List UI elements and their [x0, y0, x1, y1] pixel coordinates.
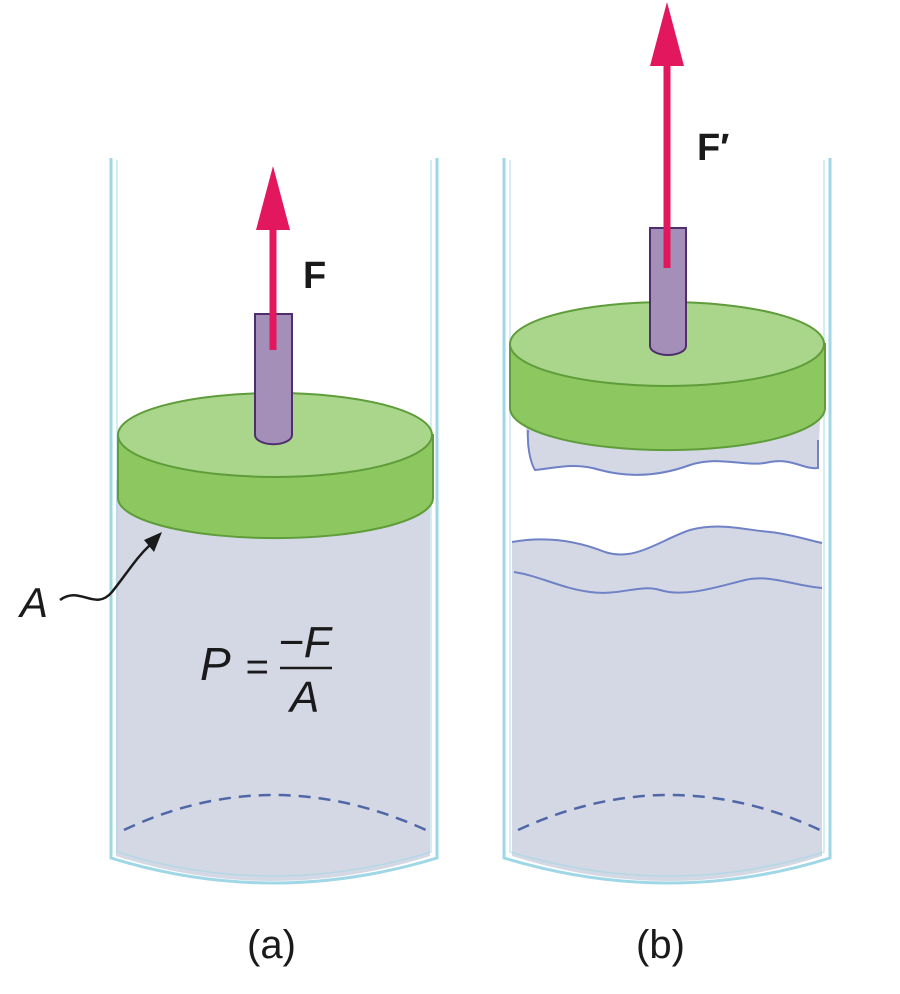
- panel-b-force-label: F′: [697, 127, 729, 169]
- panel-b-fluid-surface-back: [511, 525, 823, 556]
- panel-b-caption: (b): [636, 923, 685, 967]
- pressure-equation: P = −F A: [200, 618, 333, 722]
- panel-a-caption: (a): [247, 923, 296, 967]
- panel-a-rod: [254, 313, 293, 446]
- panel-b-bottom-rim: [517, 793, 821, 832]
- panel-a-force-label: F: [303, 255, 326, 297]
- panel-a-cylinder: [109, 158, 439, 885]
- panel-b-lower-fluid: [512, 526, 822, 881]
- panel-a: F A P = −F A (a): [17, 158, 439, 967]
- equation-lhs: P: [200, 638, 231, 690]
- panel-b: F′ (b): [502, 2, 832, 967]
- panel-a-fluid: [116, 480, 430, 881]
- panel-a-area-pointer: [59, 544, 151, 602]
- equation-denominator: A: [287, 673, 319, 722]
- panel-b-cylinder: [502, 158, 832, 885]
- equation-equals: =: [245, 645, 268, 689]
- panel-a-area-label: A: [17, 579, 48, 626]
- panel-a-bottom-rim: [123, 793, 427, 832]
- panel-b-arrowhead: [650, 2, 684, 66]
- panel-b-rod: [649, 227, 687, 356]
- panel-a-arrowhead: [256, 166, 290, 230]
- panel-a-area-pointer-head: [144, 532, 162, 552]
- equation-numerator: −F: [278, 618, 333, 667]
- panel-b-fluid-surface-front: [513, 571, 823, 594]
